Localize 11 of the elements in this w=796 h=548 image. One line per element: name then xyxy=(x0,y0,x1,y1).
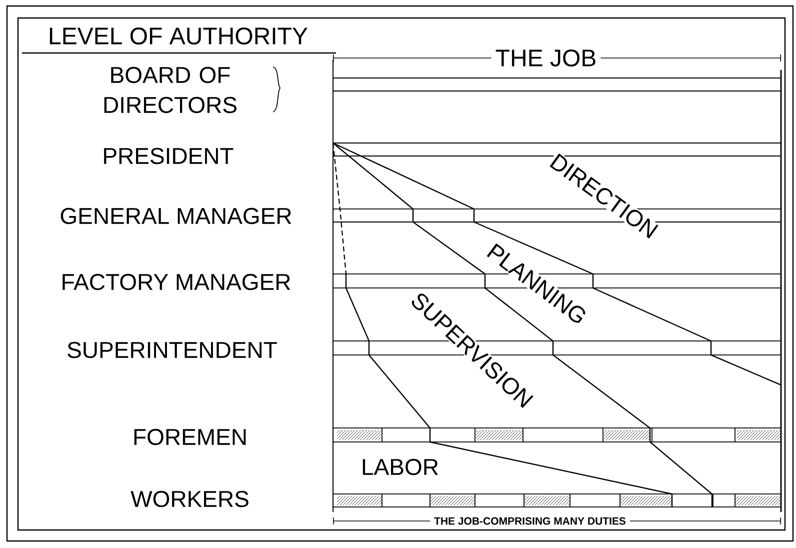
region-label: LABOR xyxy=(362,458,438,476)
dimension-label: THE JOB xyxy=(491,48,601,68)
level-label: FACTORY MANAGER xyxy=(62,274,290,290)
title: LEVEL OF AUTHORITY xyxy=(50,28,308,44)
level-label: SUPERINTENDENT xyxy=(68,342,277,358)
level-label: FOREMEN xyxy=(134,428,246,446)
level-label: GENERAL MANAGER xyxy=(60,208,292,224)
level-label: PRESIDENT xyxy=(104,148,234,164)
level-label: BOARD OF DIRECTORS xyxy=(104,66,236,114)
level-label: WORKERS xyxy=(130,490,248,508)
dimension-label: THE JOB-COMPRISING MANY DUTIES xyxy=(430,516,630,526)
